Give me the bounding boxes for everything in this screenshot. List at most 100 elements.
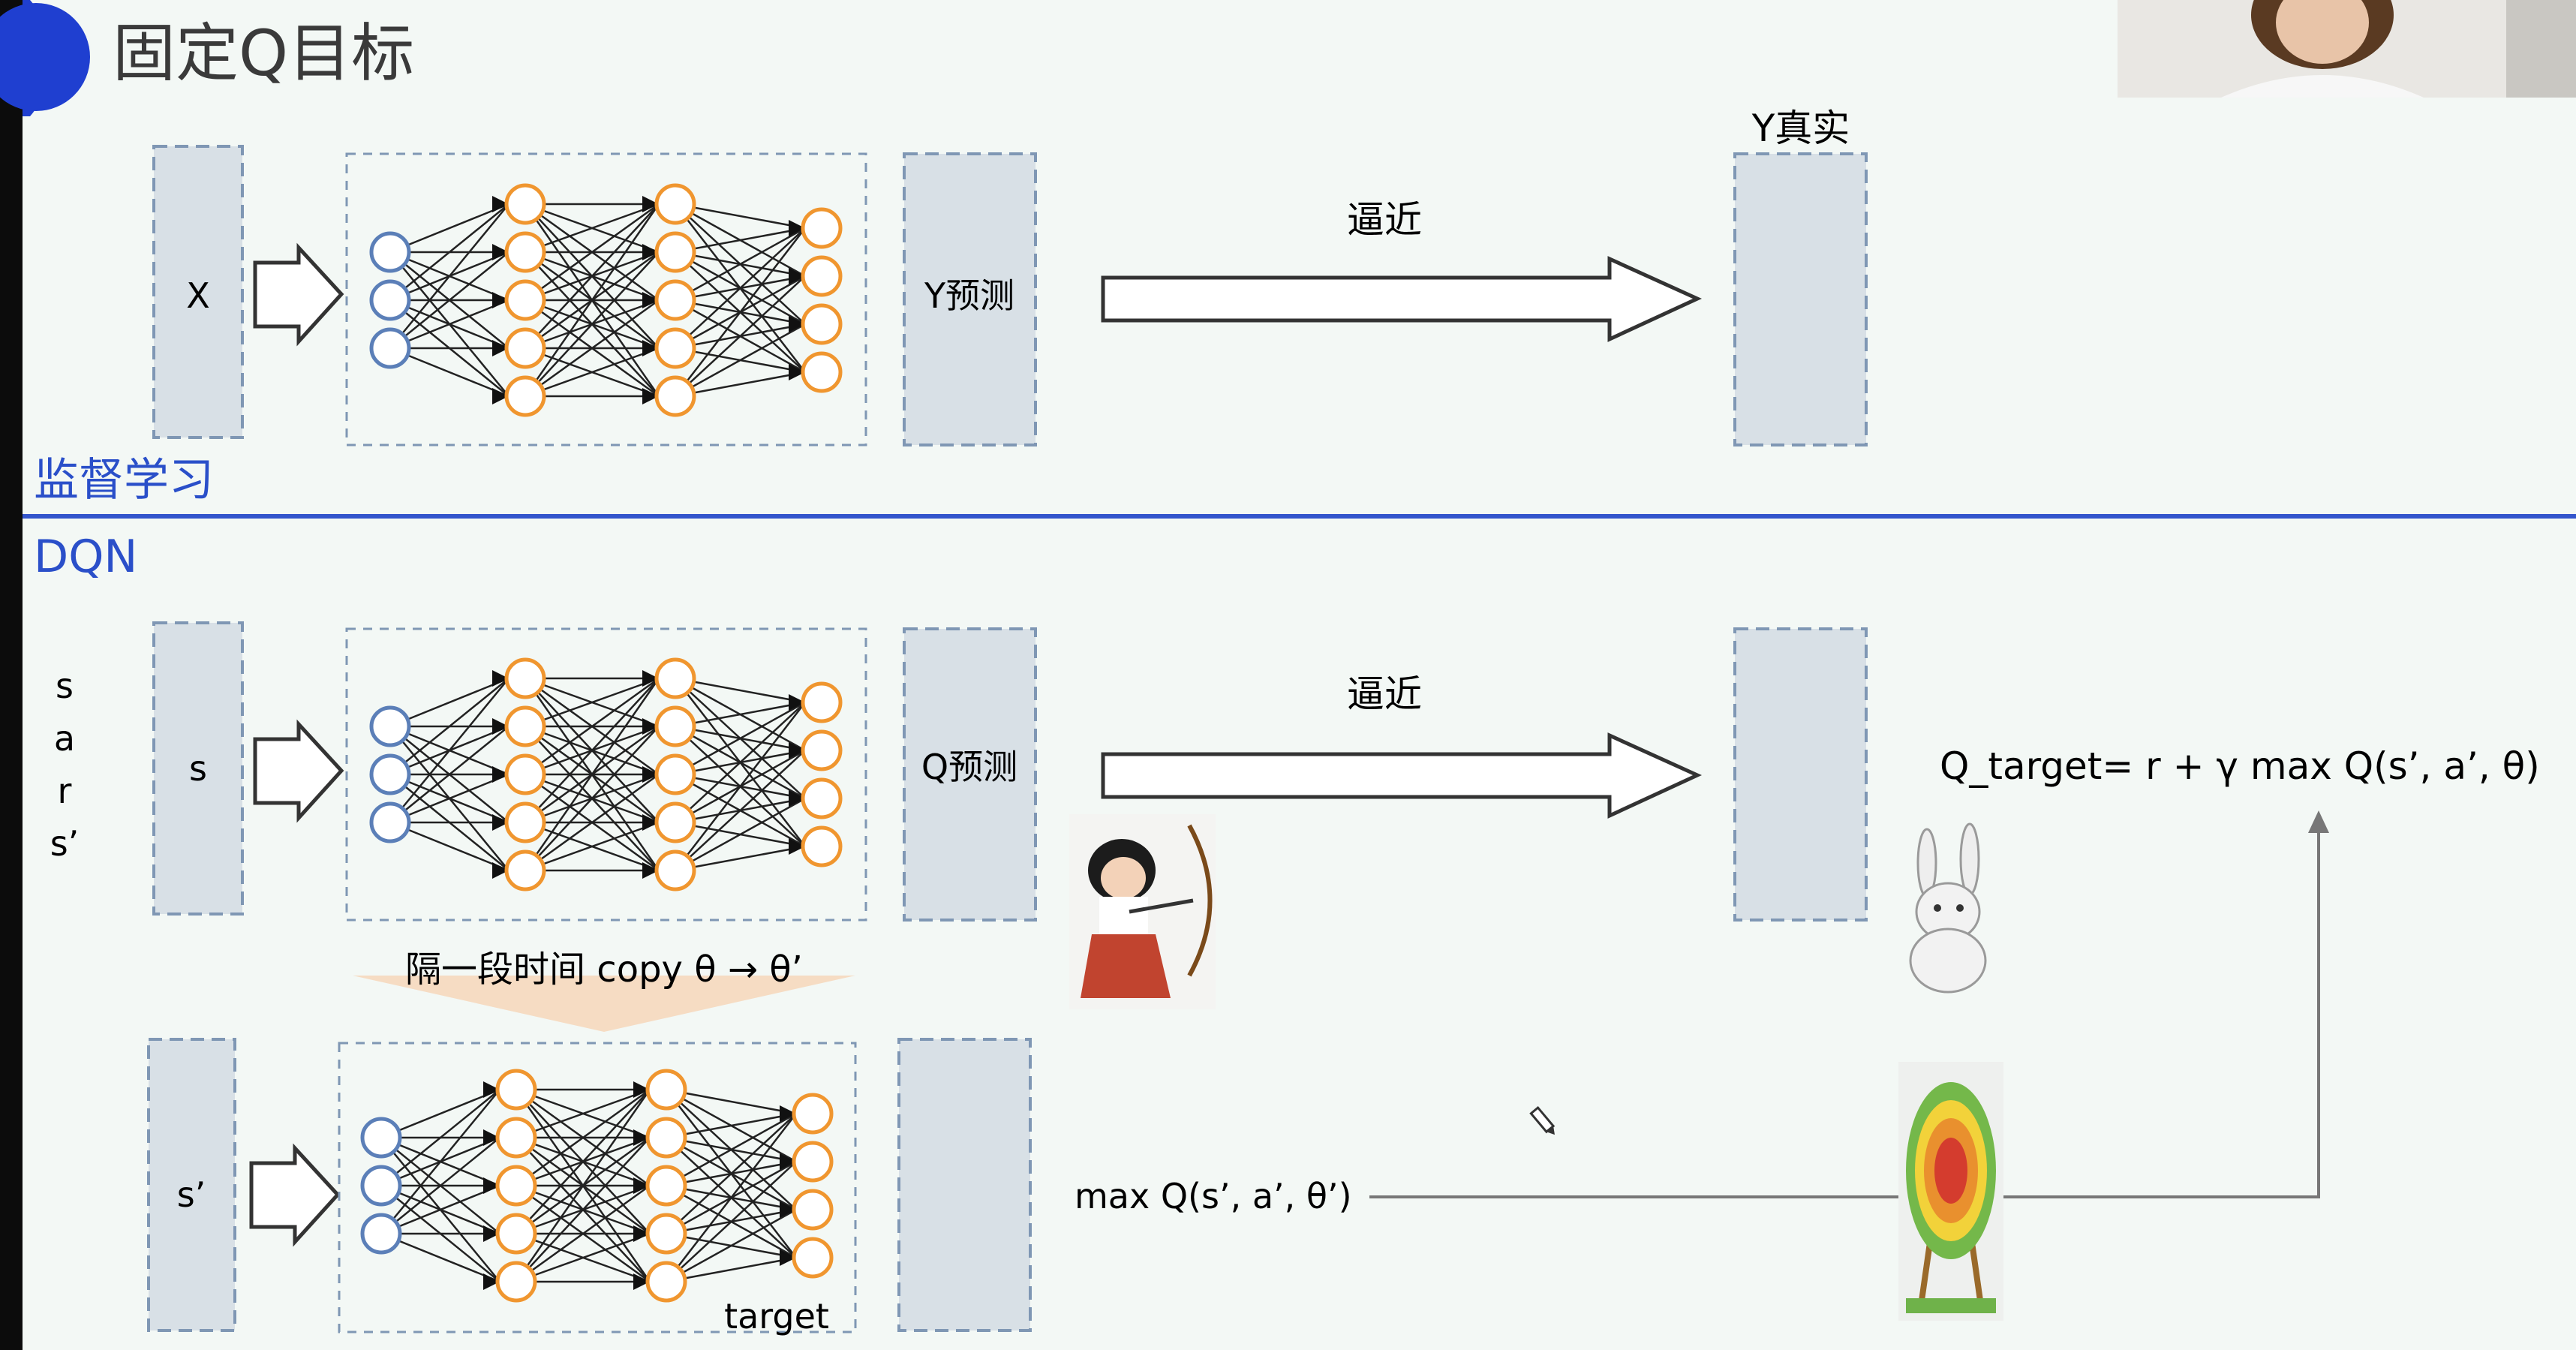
supervised-input-arrow xyxy=(253,242,344,347)
network-edge xyxy=(516,1089,651,1234)
hidden-node xyxy=(504,801,546,843)
network-edge xyxy=(524,678,660,871)
network-edge xyxy=(675,797,806,872)
network-edge-arrowhead xyxy=(642,388,659,404)
network-edge xyxy=(389,677,509,728)
network-edge-arrowhead xyxy=(633,1273,650,1290)
network-edge-arrowhead xyxy=(483,1225,500,1242)
network-edge xyxy=(675,227,806,302)
dqn-target-network: target xyxy=(338,1042,857,1336)
network-edge xyxy=(389,773,509,824)
hidden-node xyxy=(645,1261,687,1303)
network-edge-arrowhead xyxy=(642,766,659,783)
network-edge-arrowhead xyxy=(789,268,805,284)
hidden-node xyxy=(504,849,546,891)
hidden-node xyxy=(654,231,696,273)
network-edge xyxy=(675,371,806,398)
network-edge-arrowhead xyxy=(642,196,659,212)
network-edge xyxy=(516,1088,651,1139)
hidden-node xyxy=(792,1141,834,1183)
network-edge-arrowhead xyxy=(780,1153,796,1170)
hidden-node xyxy=(792,1237,834,1279)
network-edge-arrowhead xyxy=(780,1201,796,1218)
hidden-node xyxy=(495,1213,537,1255)
network-edge xyxy=(666,1161,797,1282)
dqn-input-arrow xyxy=(253,719,344,823)
network-edge xyxy=(675,702,806,823)
network-edge-arrowhead xyxy=(789,364,805,380)
input-node xyxy=(369,231,411,273)
hidden-node xyxy=(504,657,546,699)
tuple-letter: s’ xyxy=(50,823,80,864)
hidden-node xyxy=(645,1165,687,1207)
hidden-node xyxy=(495,1165,537,1207)
supervised-section-label: 监督学习 xyxy=(34,454,214,507)
dqn-section-label: DQN xyxy=(34,531,137,583)
input-node xyxy=(369,279,411,321)
hidden-node xyxy=(654,375,696,417)
network-edge xyxy=(666,1113,797,1282)
network-edge xyxy=(675,701,806,776)
supervised-truth-label: Y真实 xyxy=(1751,107,1850,150)
copy-band xyxy=(353,976,855,1032)
hidden-node xyxy=(645,1213,687,1255)
network-edge xyxy=(389,678,509,775)
input-node xyxy=(360,1165,402,1207)
network-edge xyxy=(389,203,509,301)
hidden-node xyxy=(801,729,843,771)
network-edge xyxy=(525,203,660,302)
network-edge-arrowhead xyxy=(492,718,509,735)
network-edge xyxy=(389,678,509,823)
hidden-node xyxy=(645,1117,687,1159)
supervised-prediction-box: Y预测 xyxy=(903,152,1037,446)
network-edge xyxy=(380,1184,500,1235)
network-edge-arrowhead xyxy=(789,694,805,711)
hidden-node xyxy=(792,1189,834,1231)
hidden-node xyxy=(654,327,696,369)
network-edge xyxy=(675,227,806,254)
network-edge xyxy=(380,1089,500,1186)
hidden-node xyxy=(801,825,843,867)
network-edge-arrowhead xyxy=(492,814,509,831)
hidden-node xyxy=(801,207,843,249)
network-edge-arrowhead xyxy=(642,292,659,308)
network-edge xyxy=(525,678,660,823)
target-net-label: target xyxy=(724,1296,829,1336)
hidden-node xyxy=(504,327,546,369)
supervised-approach-arrow xyxy=(1101,256,1703,342)
network-edge xyxy=(666,1256,797,1283)
network-edge xyxy=(380,1232,500,1283)
tuple-letter: a xyxy=(54,718,75,759)
max-q-connector-arrowhead xyxy=(2308,810,2329,833)
network-edge xyxy=(525,347,660,398)
network-edge xyxy=(525,677,660,728)
network-edge xyxy=(389,726,509,823)
left-edge-strip xyxy=(0,0,23,1350)
hidden-node xyxy=(654,849,696,891)
network-edge xyxy=(515,1089,651,1282)
supervised-prediction-label: Y预测 xyxy=(924,275,1014,316)
hidden-node xyxy=(504,231,546,273)
network-edge xyxy=(525,203,660,349)
dqn-approach-arrow xyxy=(1101,732,1703,819)
network-edge xyxy=(675,845,806,872)
network-edge xyxy=(380,1088,500,1139)
rabbit-icon xyxy=(1909,822,1987,994)
dqn-input-box: s xyxy=(152,621,244,916)
network-edge-arrowhead xyxy=(789,220,805,236)
network-edge-arrowhead xyxy=(492,862,509,879)
dqn-target-input-label: s’ xyxy=(177,1174,206,1215)
network-edge xyxy=(389,251,509,349)
dqn-tuple-letters: s a r s’ xyxy=(50,666,80,864)
network-edge xyxy=(675,750,806,871)
network-edge xyxy=(389,347,509,398)
network-edge xyxy=(380,1137,500,1234)
network-edge xyxy=(675,275,806,397)
network-edge-arrowhead xyxy=(789,742,805,759)
network-edge-arrowhead xyxy=(483,1273,500,1290)
presenter-webcam xyxy=(2118,0,2576,98)
hidden-node xyxy=(654,705,696,747)
network-edge-arrowhead xyxy=(483,1177,500,1194)
network-edge-arrowhead xyxy=(633,1177,650,1194)
hidden-node xyxy=(801,681,843,723)
